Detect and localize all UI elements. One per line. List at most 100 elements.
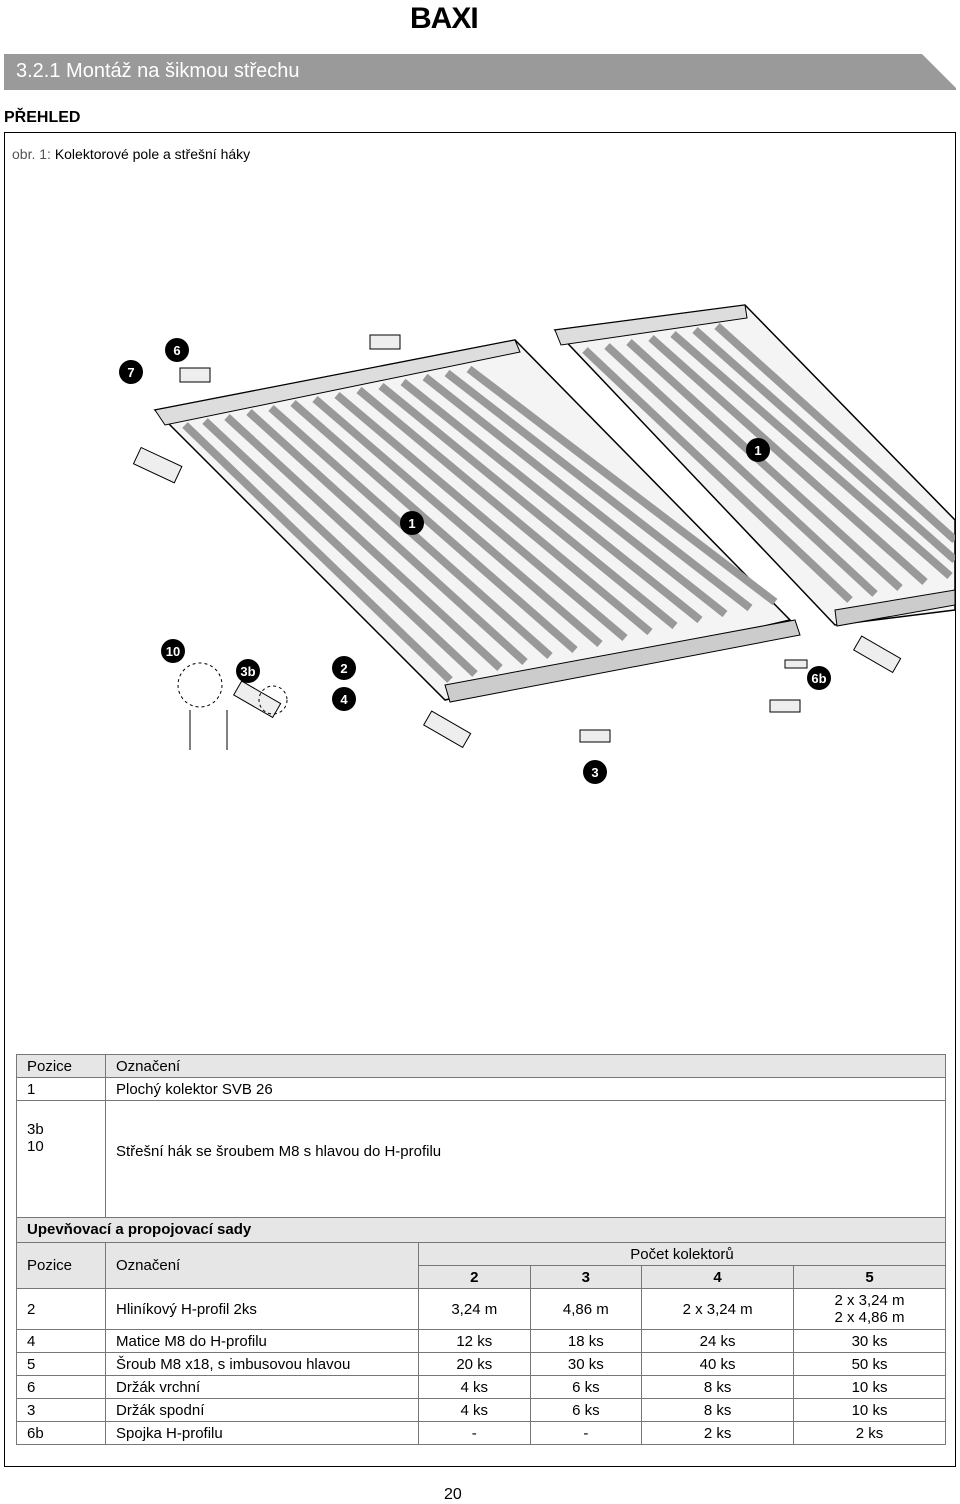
- cell-designation: Spojka H-profilu: [105, 1421, 419, 1445]
- cell-position: 3: [16, 1398, 106, 1422]
- header-position: Pozice: [16, 1054, 106, 1078]
- cell-value: 10 ks: [793, 1398, 946, 1422]
- collector-2: [553, 304, 955, 627]
- figure-caption: obr. 1: Kolektorové pole a střešní háky: [12, 146, 250, 162]
- header-designation: Označení: [105, 1242, 419, 1289]
- cell-position: 2: [16, 1288, 106, 1330]
- callout-3: 3: [583, 760, 607, 784]
- callout-6b: 6b: [807, 666, 831, 690]
- table-row: 1 Plochý kolektor SVB 26: [16, 1077, 946, 1101]
- svg-text:3b: 3b: [240, 664, 255, 679]
- svg-text:10: 10: [166, 644, 180, 659]
- cell-designation: Plochý kolektor SVB 26: [105, 1077, 946, 1101]
- page-number: 20: [444, 1486, 462, 1503]
- table-row: Pozice Označení Počet kolektorů: [16, 1242, 946, 1289]
- svg-text:3: 3: [591, 765, 598, 780]
- callout-10: 10: [161, 639, 185, 663]
- cell-designation: Matice M8 do H-profilu: [105, 1329, 419, 1353]
- header-designation: Označení: [105, 1054, 946, 1078]
- callout-1a: 1: [746, 438, 770, 462]
- cell-value: 4 ks: [418, 1375, 531, 1399]
- brand-logo: BAXI: [410, 2, 479, 35]
- collector-1: [153, 339, 801, 703]
- cell-value: 8 ks: [641, 1398, 795, 1422]
- table-row: 4 Matice M8 do H-profilu 12 ks 18 ks 24 …: [16, 1329, 946, 1353]
- cell-value: 10 ks: [793, 1375, 946, 1399]
- cell-value-line: 2 x 4,86 m: [834, 1309, 905, 1326]
- cell-value: 30 ks: [793, 1329, 946, 1353]
- cell-designation: Držák spodní: [105, 1398, 419, 1422]
- mounting-kits-table-wrap: Upevňovací a propojovací sady Pozice Ozn…: [16, 1217, 946, 1445]
- cell-value: 2 x 3,24 m 2 x 4,86 m: [793, 1288, 946, 1330]
- svg-text:2: 2: [340, 661, 347, 676]
- cell-value: -: [529, 1421, 643, 1445]
- table-row: 6 Držák vrchní 4 ks 6 ks 8 ks 10 ks: [16, 1375, 946, 1399]
- cell-value: 4,86 m: [529, 1288, 643, 1330]
- cell-designation: Střešní hák se šroubem M8 s hlavou do H-…: [105, 1100, 946, 1220]
- cell-position: 4: [16, 1329, 106, 1353]
- cell-value: 2 ks: [793, 1421, 946, 1445]
- table-row: 6b Spojka H-profilu - - 2 ks 2 ks: [16, 1421, 946, 1445]
- count-4: 4: [641, 1265, 795, 1289]
- position-3b: 3b: [27, 1121, 44, 1138]
- count-2: 2: [418, 1265, 531, 1289]
- cell-value: 2 ks: [641, 1421, 795, 1445]
- count-5: 5: [793, 1265, 946, 1289]
- cell-value: 12 ks: [418, 1329, 531, 1353]
- cell-position: 5: [16, 1352, 106, 1376]
- svg-text:6: 6: [173, 343, 180, 358]
- header-position: Pozice: [16, 1242, 106, 1289]
- callout-4: 4: [332, 687, 356, 711]
- callout-7: 7: [119, 360, 143, 384]
- callout-6: 6: [165, 338, 189, 362]
- cell-value: 40 ks: [641, 1352, 795, 1376]
- cell-value: 20 ks: [418, 1352, 531, 1376]
- callout-2: 2: [332, 656, 356, 680]
- content-frame: [4, 132, 956, 1467]
- cell-position: 1: [16, 1077, 106, 1101]
- mounting-kits-title: Upevňovací a propojovací sady: [16, 1217, 946, 1242]
- section-header-bar: 3.2.1 Montáž na šikmou střechu: [4, 54, 958, 90]
- svg-text:6b: 6b: [811, 671, 826, 686]
- figure-prefix: obr. 1:: [12, 146, 51, 162]
- svg-text:4: 4: [340, 692, 348, 707]
- collector-array-drawing: 7 6 1 1 10 3b 2 4 6b 3: [119, 304, 955, 784]
- components-table: Pozice Označení 1 Plochý kolektor SVB 26…: [16, 1054, 946, 1220]
- upper-bracket: [132, 334, 401, 484]
- cell-value: 4 ks: [418, 1398, 531, 1422]
- mounting-kits-table: Pozice Označení Počet kolektorů 2 3 4 5 …: [16, 1242, 946, 1445]
- section-title: 3.2.1 Montáž na šikmou střechu: [16, 60, 300, 82]
- cell-value: 6 ks: [529, 1398, 643, 1422]
- cell-value: 8 ks: [641, 1375, 795, 1399]
- overview-heading: PŘEHLED: [4, 109, 81, 126]
- cell-value: 24 ks: [641, 1329, 795, 1353]
- cell-position: 3b 10: [16, 1100, 106, 1220]
- cell-value: -: [418, 1421, 531, 1445]
- table-row: Pozice Označení: [16, 1054, 946, 1078]
- cell-position: 6: [16, 1375, 106, 1399]
- table-row: 5 Šroub M8 x18, s imbusovou hlavou 20 ks…: [16, 1352, 946, 1376]
- callout-1b: 1: [400, 511, 424, 535]
- cell-designation: Hliníkový H-profil 2ks: [105, 1288, 419, 1330]
- cell-value: 30 ks: [529, 1352, 643, 1376]
- svg-text:1: 1: [408, 516, 415, 531]
- table-row: 2 3 4 5: [17, 1265, 946, 1289]
- cell-designation: Držák vrchní: [105, 1375, 419, 1399]
- table-row: 2 Hliníkový H-profil 2ks 3,24 m 4,86 m 2…: [16, 1288, 946, 1330]
- svg-text:1: 1: [754, 443, 761, 458]
- svg-text:7: 7: [127, 365, 134, 380]
- cell-value: 18 ks: [529, 1329, 643, 1353]
- cell-position: 6b: [16, 1421, 106, 1445]
- cell-value-line: 2 x 3,24 m: [834, 1292, 905, 1309]
- callout-3b: 3b: [236, 659, 260, 683]
- table-row: 3b 10 Střešní hák se šroubem M8 s hlavou…: [16, 1100, 946, 1220]
- figure-title: Kolektorové pole a střešní háky: [54, 146, 251, 162]
- cell-value: 2 x 3,24 m: [641, 1288, 795, 1330]
- count-3: 3: [529, 1265, 643, 1289]
- cell-designation: Šroub M8 x18, s imbusovou hlavou: [105, 1352, 419, 1376]
- cell-value: 50 ks: [793, 1352, 946, 1376]
- cell-value: 3,24 m: [418, 1288, 531, 1330]
- table-row: 3 Držák spodní 4 ks 6 ks 8 ks 10 ks: [16, 1398, 946, 1422]
- lower-bracket: [232, 635, 902, 749]
- roof-hook-detail: [177, 662, 288, 750]
